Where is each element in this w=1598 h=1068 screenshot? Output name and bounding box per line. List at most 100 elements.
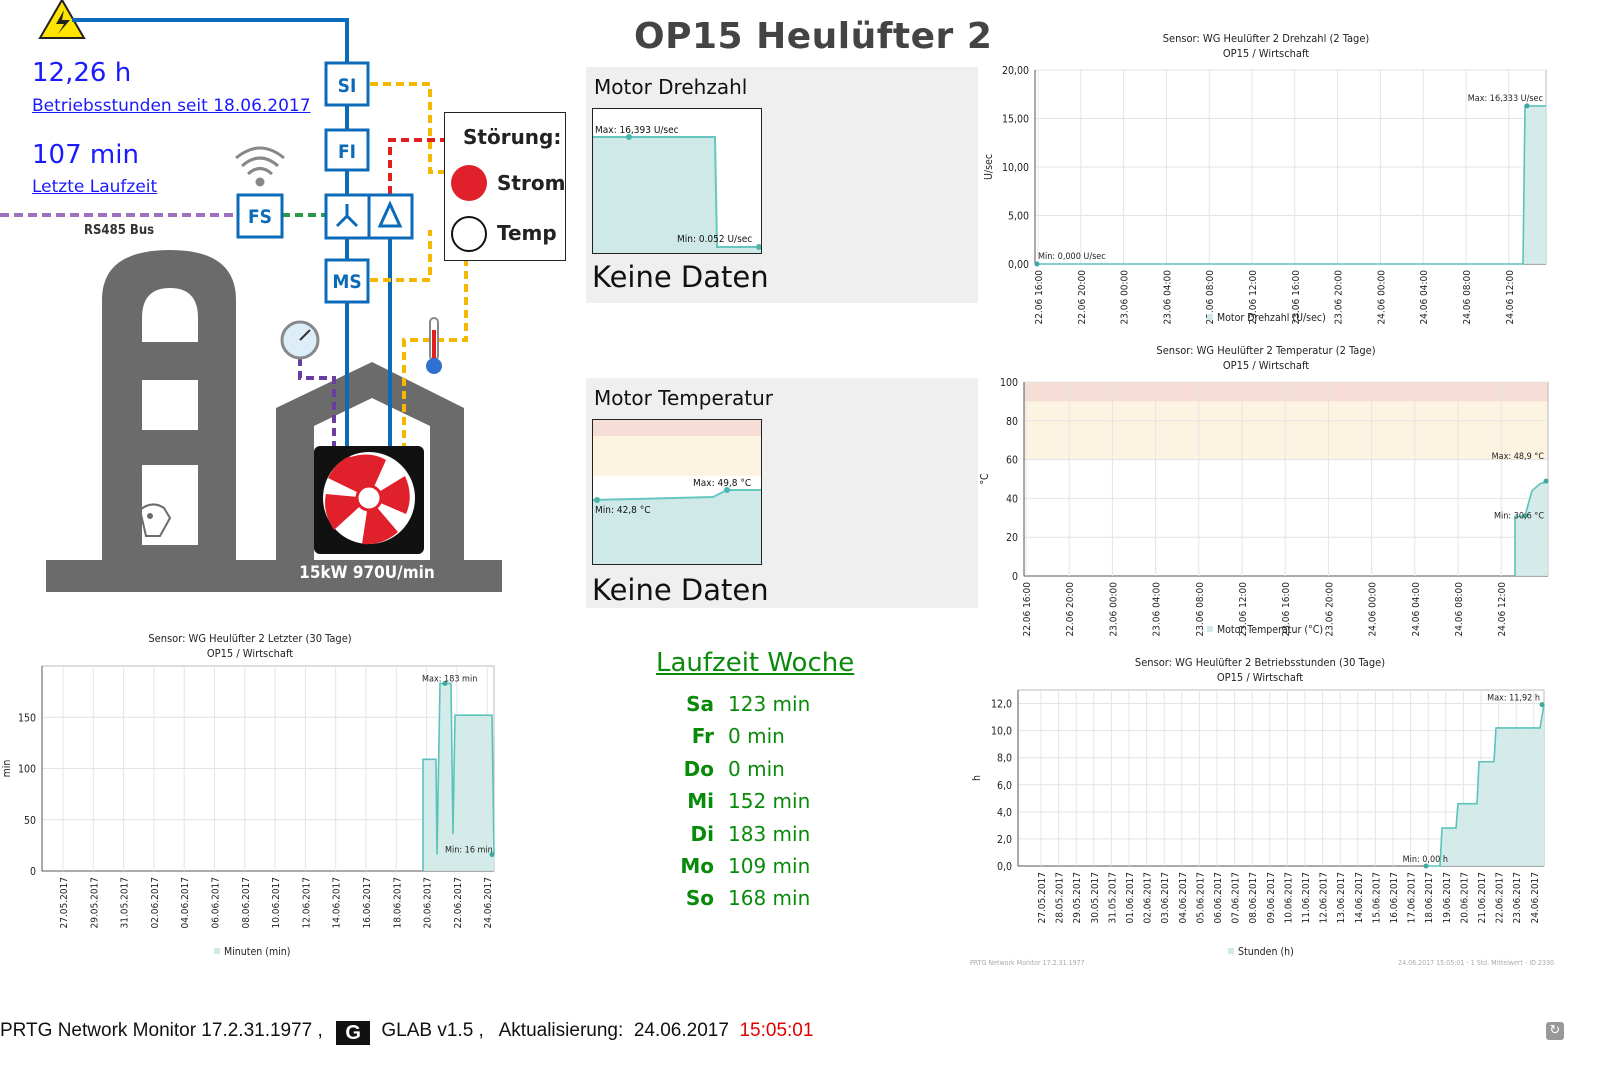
- x-tick-label: 10.06.2017: [271, 877, 282, 929]
- status-footer: PRTG Network Monitor 17.2.31.1977 , G GL…: [0, 1020, 813, 1045]
- x-tick-label: 23.06 08:00: [1205, 270, 1216, 325]
- weekday-label: Sa: [686, 692, 714, 716]
- series-area: [1515, 481, 1548, 576]
- x-tick-label: 05.06.2017: [1195, 872, 1206, 924]
- x-tick-label: 22.06 20:00: [1077, 270, 1088, 325]
- y-tick-label: 10,00: [1002, 162, 1029, 174]
- chart-annotation: Min: 30,6 °C: [1494, 512, 1544, 522]
- fault-strom-label: Strom: [497, 171, 566, 195]
- threshold-band: [1024, 401, 1548, 460]
- fi-label: FI: [338, 141, 356, 163]
- chart-annotation: Min: 0,00 h: [1403, 855, 1448, 865]
- x-tick-label: 24.06 12:00: [1505, 270, 1516, 325]
- last-runtime-link[interactable]: Letzte Laufzeit: [32, 177, 158, 197]
- ms-box[interactable]: [324, 258, 370, 304]
- chart-annotation: Max: 183 min: [422, 674, 477, 684]
- weekly-runtime-title[interactable]: Laufzeit Woche: [656, 648, 855, 678]
- chart-subtitle: OP15 / Wirtschaft: [1223, 47, 1309, 60]
- legend-label: Stunden (h): [1238, 946, 1294, 958]
- x-tick-label: 23.06 04:00: [1152, 582, 1163, 637]
- legend-swatch: [214, 948, 220, 954]
- chart-annotation: Min: 16 min: [445, 846, 493, 856]
- series-line: [1035, 105, 1546, 265]
- x-tick-label: 24.06 08:00: [1454, 582, 1465, 637]
- x-tick-label: 08.06.2017: [1248, 872, 1259, 924]
- drehzahl-status: Keine Daten: [592, 260, 769, 294]
- y-tick-label: 0: [30, 866, 36, 878]
- temperatur-status: Keine Daten: [592, 573, 769, 607]
- data-point: [1524, 103, 1530, 109]
- drehzahl-mini-chart: Max: 16,393 U/sec Min: 0.052 U/sec: [592, 108, 762, 254]
- x-tick-label: 16.06.2017: [362, 877, 373, 929]
- cow-icon: [138, 503, 172, 537]
- x-tick-label: 18.06.2017: [1424, 872, 1435, 924]
- x-tick-label: 23.06.2017: [1512, 872, 1523, 924]
- weekday-label: Mo: [680, 854, 714, 878]
- operating-hours-value: 12,26 h: [32, 58, 132, 88]
- drehzahl-panel: Motor Drehzahl Max: 16,393 U/sec Min: 0.…: [586, 67, 978, 303]
- y-axis-label: U/sec: [983, 154, 995, 180]
- temperatur-mini-min: Min: 42,8 °C: [595, 505, 651, 516]
- weekly-runtime-row: Mo 109 min: [660, 854, 880, 884]
- y-axis-label: °C: [980, 473, 991, 485]
- x-tick-label: 03.06.2017: [1160, 872, 1171, 924]
- data-point: [1423, 863, 1429, 869]
- x-tick-label: 23.06 20:00: [1324, 582, 1335, 637]
- y-axis-label: h: [971, 775, 983, 781]
- x-tick-label: 24.06 00:00: [1376, 270, 1387, 325]
- y-tick-label: 0: [1012, 571, 1018, 583]
- update-date: 24.06.2017: [633, 1020, 729, 1041]
- data-point: [1522, 513, 1528, 519]
- fs-box[interactable]: [236, 193, 284, 239]
- thermometer-icon: [426, 317, 442, 374]
- data-point: [489, 852, 495, 858]
- x-tick-label: 13.06.2017: [1336, 872, 1347, 924]
- x-tick-label: 11.06.2017: [1301, 872, 1312, 924]
- glab-logo: G: [336, 1021, 371, 1045]
- si-box[interactable]: [324, 61, 370, 107]
- y-tick-label: 80: [1006, 416, 1018, 428]
- x-tick-label: 24.06 04:00: [1419, 270, 1430, 325]
- refresh-icon[interactable]: ↻: [1546, 1022, 1564, 1040]
- chart-annotation: Min: 0,000 U/sec: [1038, 252, 1106, 262]
- x-tick-label: 31.05.2017: [1107, 872, 1118, 924]
- x-tick-label: 07.06.2017: [1231, 872, 1242, 924]
- operating-hours-link[interactable]: Betriebsstunden seit 18.06.2017: [32, 96, 311, 116]
- y-tick-label: 0,00: [1008, 259, 1029, 271]
- plant-diagram: SI FI FS MS RS485 Bus 15kW 970U/min: [0, 0, 502, 592]
- letzter-chart: Sensor: WG Heulüfter 2 Letzter (30 Tage)…: [1, 632, 495, 958]
- weekday-runtime: 109 min: [728, 854, 811, 878]
- last-runtime-value: 107 min: [32, 140, 139, 170]
- fault-temp-label: Temp: [497, 221, 557, 245]
- y-axis-label: min: [1, 760, 13, 778]
- x-tick-label: 24.06 04:00: [1411, 582, 1422, 637]
- x-tick-label: 19.06.2017: [1442, 872, 1453, 924]
- barn-graphic: [46, 250, 502, 592]
- x-tick-label: 10.06.2017: [1283, 872, 1294, 924]
- weekday-label: So: [685, 886, 714, 911]
- y-tick-label: 40: [1006, 493, 1018, 505]
- drehzahl-mini-min: Min: 0.052 U/sec: [677, 234, 752, 245]
- x-tick-label: 23.06 04:00: [1162, 270, 1173, 325]
- series-area: [1426, 704, 1544, 866]
- weekday-label: Di: [690, 821, 714, 846]
- x-tick-label: 31.05.2017: [120, 877, 131, 929]
- chart-subtitle: OP15 / Wirtschaft: [207, 647, 293, 660]
- fi-box[interactable]: [324, 128, 370, 172]
- x-tick-label: 27.05.2017: [1037, 872, 1048, 924]
- glab-version: GLAB v1.5 ,: [381, 1020, 484, 1041]
- x-tick-label: 14.06.2017: [332, 877, 343, 929]
- weekly-runtime-row: Di 183 min: [660, 822, 880, 852]
- y-tick-label: 12,0: [991, 699, 1012, 711]
- weekday-runtime: 183 min: [728, 821, 811, 846]
- drehzahl-panel-title: Motor Drehzahl: [594, 75, 748, 99]
- x-tick-label: 15.06.2017: [1371, 872, 1382, 924]
- bus-label: RS485 Bus: [84, 223, 154, 238]
- weekday-runtime: 0 min: [728, 724, 785, 749]
- si-label: SI: [338, 75, 357, 97]
- y-tick-label: 150: [18, 712, 36, 724]
- ms-label: MS: [332, 271, 361, 293]
- x-tick-label: 17.06.2017: [1407, 872, 1418, 924]
